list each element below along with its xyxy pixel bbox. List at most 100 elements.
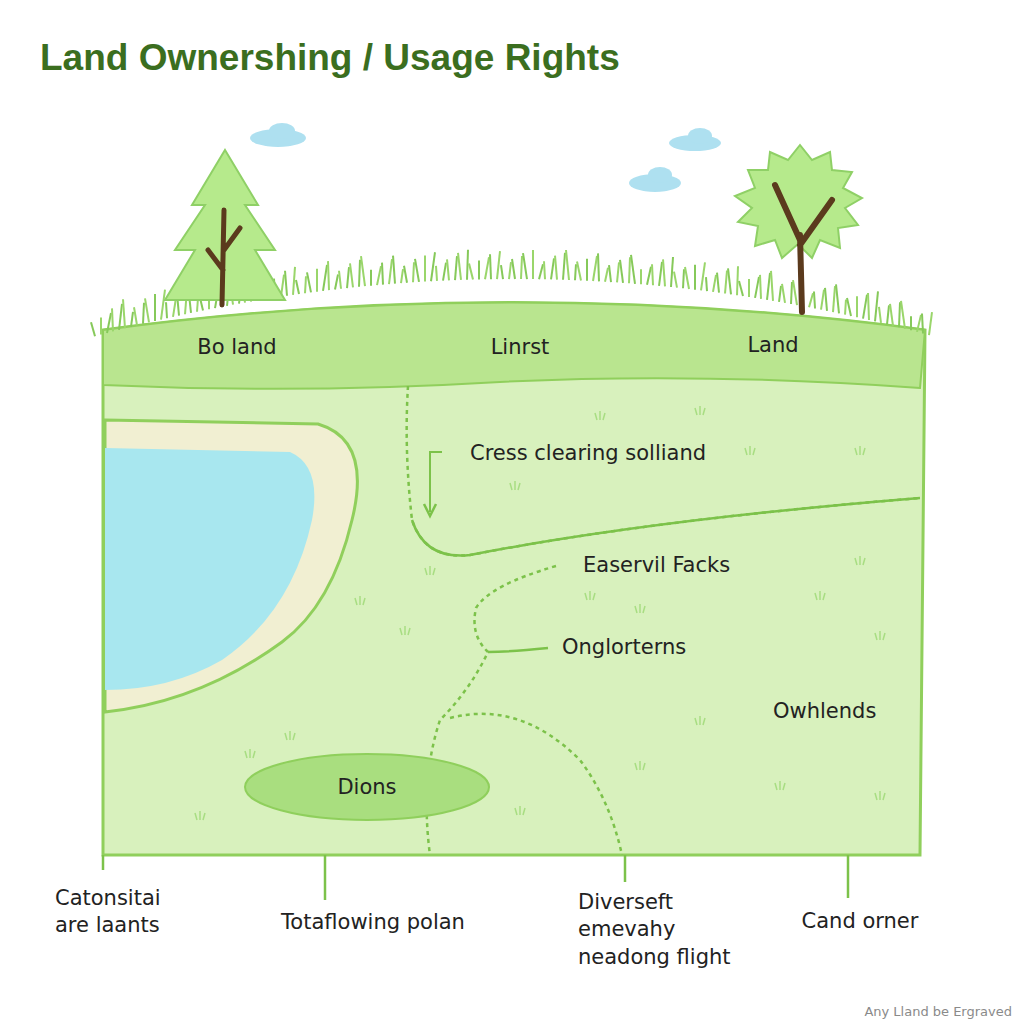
grass-blade <box>617 262 619 282</box>
grass-blade <box>793 280 797 305</box>
grass-blade <box>328 261 329 290</box>
grass-blade <box>532 250 534 279</box>
band-label: Linrst <box>491 334 550 361</box>
grass-blade <box>825 288 827 311</box>
grass-blade <box>413 262 414 282</box>
grass-blade <box>879 307 881 323</box>
grass-blade <box>629 257 630 283</box>
grass-blade <box>361 256 365 286</box>
grass-tuft <box>745 446 755 455</box>
lake-shore <box>105 420 357 712</box>
grass-tuft <box>635 761 645 770</box>
grass-blade <box>779 286 781 302</box>
ellipse-label: Dions <box>337 775 396 799</box>
grass-blade <box>497 251 500 279</box>
grass-blade <box>478 260 480 279</box>
grass-blade <box>674 272 677 288</box>
grass-blade <box>145 298 149 322</box>
grass-blade <box>91 322 95 336</box>
diagram-title: Land Ownershing / Usage Rights <box>40 34 620 82</box>
grass-blade <box>316 269 318 292</box>
grass-blade <box>382 263 383 285</box>
grass-blade <box>134 307 137 325</box>
grass-blade <box>521 256 522 279</box>
grass-blade <box>821 290 824 310</box>
bottom-label: Totaflowing polan <box>281 909 465 936</box>
grass-blade <box>809 293 813 307</box>
grass-blade <box>350 263 353 287</box>
grass-tuft <box>195 811 205 820</box>
pine-tree <box>165 150 285 305</box>
grass-blade <box>922 313 923 333</box>
grass-blade <box>393 256 395 284</box>
grass-blade <box>887 305 889 324</box>
grass-blade <box>293 267 295 295</box>
band-label: Land <box>747 332 798 359</box>
lake <box>105 448 314 690</box>
grass-tuft <box>285 731 295 740</box>
grass-blade <box>285 271 287 296</box>
grass-blade <box>875 291 878 321</box>
grass-tuft <box>875 631 885 640</box>
grass-blade <box>485 257 489 279</box>
grass-blade <box>890 304 893 326</box>
grass-blade <box>782 284 785 303</box>
grass-blade <box>739 281 743 296</box>
grass-blade <box>683 269 684 288</box>
grass-blade <box>620 260 623 283</box>
grass-blade <box>436 266 437 281</box>
grass-tuft <box>635 604 645 613</box>
grass-blade <box>131 312 133 327</box>
grass-blade <box>706 277 707 291</box>
grass-blade <box>701 262 705 290</box>
grass-tuft <box>695 406 705 415</box>
grass-blade <box>791 282 792 304</box>
grass-tuft <box>585 591 595 600</box>
area-label: Easervil Facks <box>583 552 730 579</box>
grass-tuft <box>515 806 525 815</box>
topsoil-band <box>103 303 925 389</box>
grass-blade <box>575 264 576 280</box>
grass-blade <box>359 260 360 287</box>
grass-blade <box>647 267 651 285</box>
grass-blade <box>469 264 473 280</box>
grass-blade <box>760 275 761 299</box>
grass-blade <box>447 259 449 280</box>
grass-blade <box>123 299 125 328</box>
grass-blade <box>424 256 426 282</box>
grass-blade <box>814 291 815 308</box>
grass-blade <box>455 256 457 280</box>
grass-blade <box>694 265 696 290</box>
grass-blade <box>458 253 461 280</box>
area-label: Onglorterns <box>562 634 686 661</box>
grass-blade <box>901 301 905 329</box>
cloud <box>250 123 721 192</box>
grass-tuft <box>815 591 825 600</box>
grass-blade <box>856 296 858 317</box>
grass-blade <box>544 261 545 279</box>
grass <box>91 250 932 820</box>
grass-blade <box>307 272 311 292</box>
grass-blade <box>593 256 597 281</box>
grass-blade <box>501 265 503 279</box>
grass-blade <box>771 271 773 301</box>
grass-blade <box>296 280 299 294</box>
grass-blade <box>112 308 113 331</box>
grass-blade <box>404 266 407 283</box>
band-label: Bo land <box>197 334 276 361</box>
grass-blade <box>566 250 569 280</box>
grass-tuft <box>355 596 365 605</box>
grass-blade <box>713 275 716 292</box>
grass-blade <box>509 262 511 279</box>
grass-tuft <box>695 716 705 725</box>
grass-tuft <box>595 411 605 420</box>
grass-blade <box>415 259 419 282</box>
grass-blade <box>586 259 588 281</box>
grass-blade <box>539 264 543 279</box>
grass-blade <box>836 284 839 313</box>
grass-blade <box>863 295 867 319</box>
grass-tuft <box>855 446 865 455</box>
grass-blade <box>899 302 900 327</box>
area-label: Cress clearing solliand <box>470 440 706 467</box>
